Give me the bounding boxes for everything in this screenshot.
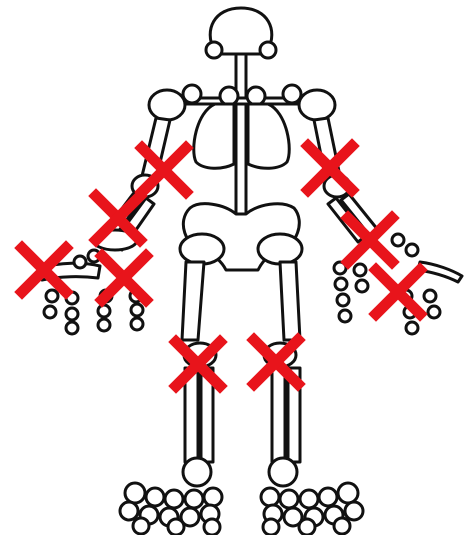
right-hand bbox=[334, 234, 462, 334]
shoulder-girdle bbox=[149, 85, 335, 120]
rib-cage bbox=[194, 104, 289, 168]
pelvis bbox=[180, 204, 302, 270]
cross-marker-right-knuckles bbox=[376, 270, 420, 314]
spine bbox=[236, 56, 246, 228]
right-foot bbox=[261, 483, 363, 535]
cross-marker-left-knuckles bbox=[102, 256, 146, 300]
skull bbox=[206, 8, 276, 58]
left-foot bbox=[120, 483, 222, 535]
